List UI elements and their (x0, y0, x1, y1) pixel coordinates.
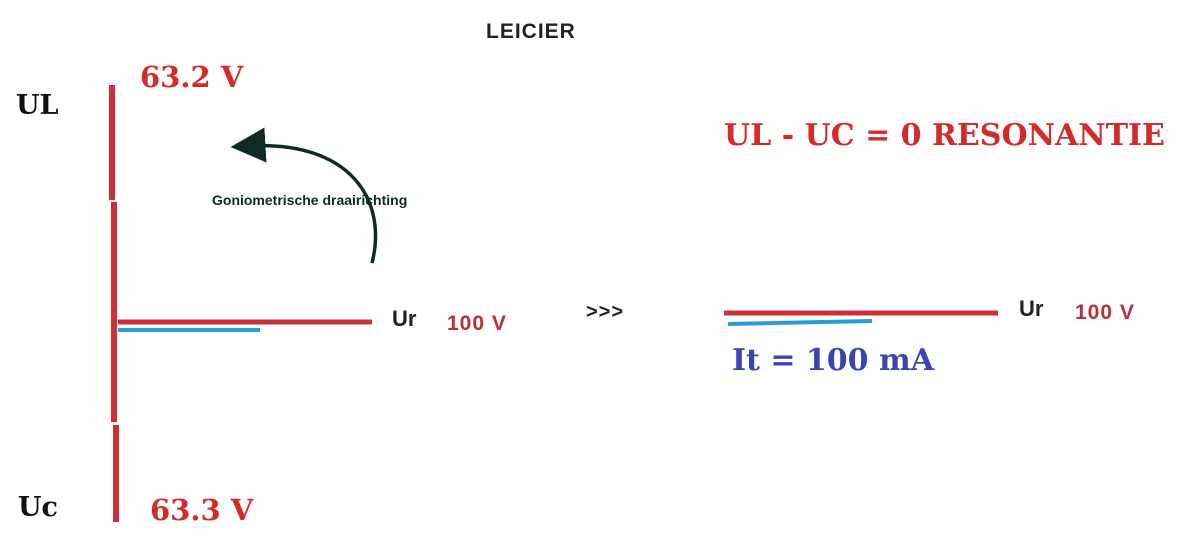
ur-value-right: 100 V (1075, 301, 1135, 324)
ul-value: 63.2 V (140, 60, 244, 94)
ul-label: UL (16, 90, 59, 121)
ur-label-left: Ur (392, 306, 417, 331)
rotation-arrow (230, 127, 378, 264)
current-vector-right (727, 319, 873, 326)
transition-arrows: >>> (586, 301, 625, 323)
current-value: It = 100 mA (732, 343, 935, 378)
diagram-title: LEICIER (486, 20, 576, 43)
uc-value: 63.3 V (150, 493, 254, 527)
uc-label: Uc (18, 492, 58, 523)
ur-label-right: Ur (1019, 296, 1044, 321)
resonance-equation: UL - UC = 0 RESONANTIE (724, 118, 1165, 153)
ur-value-left: 100 V (447, 312, 507, 335)
rotation-direction-label: Goniometrische draairichting (212, 192, 408, 208)
